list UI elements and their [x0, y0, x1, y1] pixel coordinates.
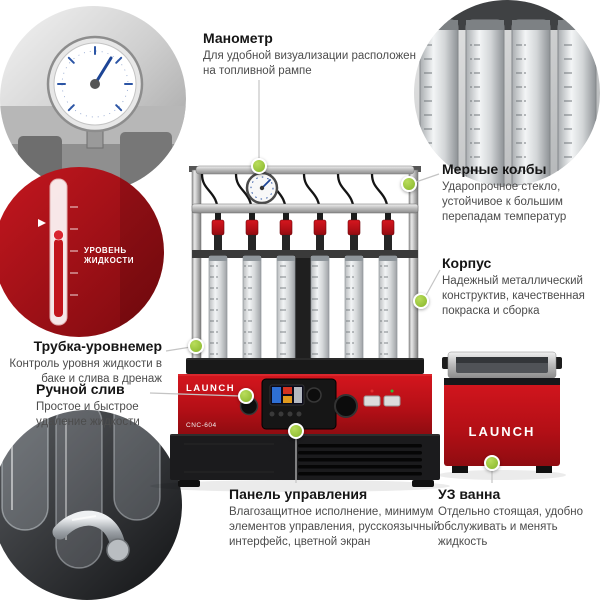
- machine-brand-label: LAUNCH: [186, 383, 235, 394]
- gauge-needle: [93, 56, 113, 86]
- detail-photo-drain: [0, 410, 182, 600]
- measuring-cylinders: [208, 255, 398, 361]
- gauge-face: [46, 35, 144, 149]
- callout-desc-body: Надежный металлический конструктив, каче…: [442, 275, 585, 317]
- callout-dot-level-tube: [188, 338, 204, 354]
- adapter-plate: [192, 250, 418, 258]
- callout-title-ultrasonic-bath: УЗ ванна: [438, 486, 501, 502]
- detail-photo-level-tube: УРОВЕНЬ ЖИДКОСТИ: [0, 167, 164, 337]
- ultrasonic-bath: LAUNCH: [442, 351, 562, 473]
- callout-title-level-tube: Трубка-уровнемер: [33, 338, 162, 354]
- panel-button-2: [383, 395, 401, 407]
- callout-dot-body: [413, 293, 429, 309]
- rail-manometer: [245, 171, 279, 206]
- bath-tank: [447, 351, 557, 379]
- level-arrow: [38, 219, 46, 227]
- callout-title-manometer: Манометр: [203, 30, 273, 46]
- callout-dot-control-panel: [288, 423, 304, 439]
- callout-manual-drain: Ручной слив Простое и быстрое удаление ж…: [36, 381, 166, 430]
- callout-desc-manual-drain: Простое и быстрое удаление жидкости: [36, 401, 140, 428]
- callout-body: Корпус Надежный металлический конструкти…: [442, 255, 600, 318]
- flasks-closeup-graphic: [414, 0, 600, 186]
- level-tube-graphic: [38, 178, 78, 326]
- gauge-ticks: [57, 46, 133, 112]
- machine-model-label: CNC-604: [186, 422, 217, 429]
- display-screen: [269, 384, 305, 406]
- detail-photo-manometer: [0, 6, 186, 192]
- callout-control-panel: Панель управления Влагозащитное исполнен…: [229, 486, 444, 549]
- detail-photo-flasks: [414, 0, 600, 186]
- machine-frame: [189, 166, 421, 371]
- callout-desc-manometer: Для удобной визуализации расположен на т…: [203, 50, 416, 77]
- callout-title-control-panel: Панель управления: [229, 486, 368, 502]
- machine-base: [170, 434, 440, 487]
- callout-title-body: Корпус: [442, 255, 492, 271]
- manometer-closeup-graphic: [0, 6, 186, 192]
- drain-valve: [52, 510, 130, 562]
- main-knob: [334, 394, 358, 418]
- callout-ultrasonic-bath: УЗ ванна Отдельно стоящая, удобно обслуж…: [438, 486, 588, 549]
- injectors: [211, 213, 395, 251]
- level-label-line1: УРОВЕНЬ: [84, 246, 127, 255]
- callout-dot-manual-drain: [238, 388, 254, 404]
- control-cluster: [261, 378, 337, 430]
- vent-slots: [298, 444, 422, 476]
- callout-dot-manometer: [251, 158, 267, 174]
- bath-brand-label: LAUNCH: [469, 424, 536, 439]
- callout-desc-ultrasonic-bath: Отдельно стоящая, удобно обслуживать и м…: [438, 506, 583, 548]
- callout-desc-flasks: Ударопрочное стекло, устойчивое к больши…: [442, 181, 567, 223]
- small-knob: [306, 387, 322, 403]
- callout-title-flasks: Мерные колбы: [442, 161, 547, 177]
- callout-level-tube: Трубка-уровнемер Контроль уровня жидкост…: [4, 338, 162, 387]
- flask-tubes: [419, 19, 597, 186]
- level-tube-closeup-graphic: УРОВЕНЬ ЖИДКОСТИ: [0, 167, 164, 337]
- bath-body: [444, 378, 560, 466]
- fuel-rail: [191, 203, 419, 214]
- leader-line-flasks: [412, 173, 440, 184]
- callout-manometer: Манометр Для удобной визуализации распол…: [203, 30, 418, 79]
- level-label-line2: ЖИДКОСТИ: [83, 256, 134, 265]
- drain-closeup-graphic: [0, 410, 182, 600]
- callout-dot-flasks: [401, 176, 417, 192]
- fuel-manifold: [195, 165, 415, 215]
- callout-dot-ultrasonic-bath: [484, 455, 500, 471]
- callout-flasks: Мерные колбы Ударопрочное стекло, устойч…: [442, 161, 594, 224]
- callout-title-manual-drain: Ручной слив: [36, 381, 125, 397]
- fuel-hoses: [200, 173, 390, 215]
- callout-desc-level-tube: Контроль уровня жидкости в баке и слива …: [9, 358, 162, 385]
- callout-desc-control-panel: Влагозащитное исполнение, минимум элемен…: [229, 506, 441, 548]
- control-unit: LAUNCH CNC-604: [178, 374, 432, 434]
- drip-tray: [186, 358, 424, 374]
- panel-button-1: [363, 395, 381, 407]
